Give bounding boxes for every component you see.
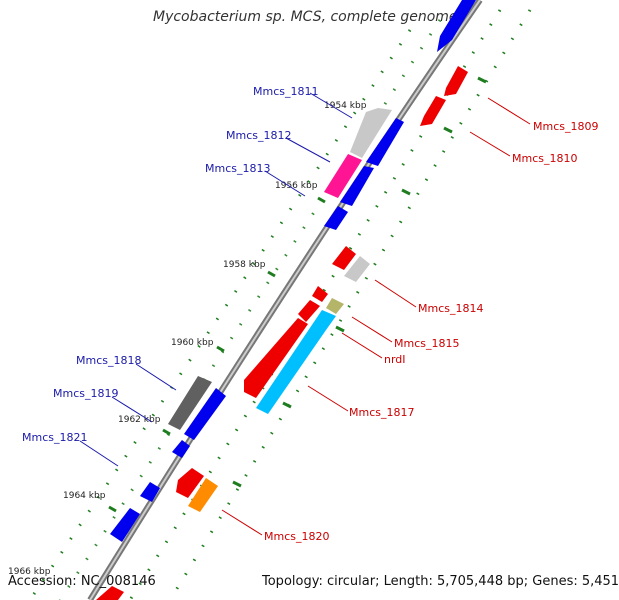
topology-text: Topology: circular; Length: 5,705,448 bp…: [262, 574, 619, 589]
gene-arrow-red-b[interactable]: [312, 286, 328, 302]
gene-arrow-nrdi[interactable]: [298, 300, 320, 322]
leader-mmcs-1814: [374, 279, 417, 308]
gene-label-mmcs-1815[interactable]: Mmcs_1815: [394, 337, 459, 350]
gene-label-mmcs-1809[interactable]: Mmcs_1809: [533, 120, 598, 133]
map-title: Mycobacterium sp. MCS, complete genome: [153, 9, 458, 25]
gene-label-mmcs-1819[interactable]: Mmcs_1819: [53, 387, 118, 400]
gene-arrow-blue-a[interactable]: [366, 118, 404, 166]
gene-label-mmcs-1811[interactable]: Mmcs_1811: [253, 85, 318, 98]
leader-mmcs-1815: [351, 316, 393, 343]
gene-arrow-mmcs-1811[interactable]: [350, 108, 392, 158]
gene-arrow-blue-b[interactable]: [340, 166, 374, 206]
leader-mmcs-1817: [307, 385, 349, 412]
scale-label: 1962 kbp: [118, 415, 161, 425]
gene-label-mmcs-1810[interactable]: Mmcs_1810: [512, 152, 577, 165]
leader-nrdi: [341, 332, 383, 359]
scale-label: 1960 kbp: [171, 338, 214, 348]
leader-mmcs-1811: [309, 92, 353, 119]
leader-mmcs-1821: [79, 440, 119, 467]
gene-arrow-red-a[interactable]: [332, 246, 356, 270]
leader-mmcs-1810: [469, 131, 511, 157]
gene-arrow-mmcs-1812[interactable]: [324, 154, 362, 198]
gene-arrow-top[interactable]: [437, 0, 476, 52]
guide-line-outer-left: [28, 29, 412, 600]
scale-label: 1964 kbp: [63, 491, 106, 501]
leader-mmcs-1812: [285, 137, 331, 163]
gene-label-mmcs-1814[interactable]: Mmcs_1814: [418, 302, 483, 315]
leader-mmcs-1813: [264, 170, 306, 197]
genome-map: 1954 kbp 1956 kbp 1958 kbp 1960 kbp 1962…: [8, 0, 598, 600]
scale-label: 1966 kbp: [8, 567, 51, 577]
gene-arrow-mmcs-1818[interactable]: [168, 376, 212, 430]
gene-arrow-mmcs-1813[interactable]: [324, 206, 348, 230]
gene-arrow-mmcs-1809[interactable]: [444, 66, 468, 96]
gene-label-mmcs-1821[interactable]: Mmcs_1821: [22, 431, 87, 444]
leader-mmcs-1818: [135, 363, 177, 391]
scale-label: 1954 kbp: [324, 101, 367, 111]
gene-label-mmcs-1817[interactable]: Mmcs_1817: [349, 406, 414, 419]
genome-backbone-highlight: [89, 0, 481, 600]
gene-arrow-mmcs-1821[interactable]: [110, 508, 140, 542]
leader-mmcs-1809: [487, 97, 531, 125]
guide-line-inner-left: [58, 19, 442, 600]
gene-arrow-mmcs-1819[interactable]: [184, 388, 226, 440]
leader-mmcs-1819: [111, 396, 153, 423]
gene-arrow-mmcs-1814[interactable]: [344, 256, 370, 282]
gene-arrow-red-c[interactable]: [176, 468, 204, 498]
gene-arrow-mmcs-1817[interactable]: [256, 310, 336, 414]
gene-label-mmcs-1820[interactable]: Mmcs_1820: [264, 530, 329, 543]
gene-arrow-blue-c[interactable]: [172, 440, 190, 458]
gene-arrow-red-bottom[interactable]: [96, 586, 124, 600]
gene-label-mmcs-1813[interactable]: Mmcs_1813: [205, 162, 270, 175]
gene-label-mmcs-1812[interactable]: Mmcs_1812: [226, 129, 291, 142]
gene-arrow-mmcs-1820[interactable]: [188, 478, 218, 512]
gene-label-nrdi[interactable]: nrdI: [384, 353, 406, 366]
scale-label: 1956 kbp: [275, 181, 318, 191]
accession-text: Accession: NC_008146: [8, 574, 156, 589]
gene-arrow-mmcs-1815[interactable]: [326, 298, 344, 314]
gene-label-mmcs-1818[interactable]: Mmcs_1818: [76, 354, 141, 367]
gene-arrow-blue-d[interactable]: [140, 482, 160, 502]
leader-mmcs-1820: [221, 509, 263, 536]
gene-arrow-mmcs-1810[interactable]: [420, 96, 446, 126]
scale-ticks: [108, 76, 487, 513]
scale-label: 1958 kbp: [223, 260, 266, 270]
gene-arrow-red-large[interactable]: [244, 318, 308, 398]
